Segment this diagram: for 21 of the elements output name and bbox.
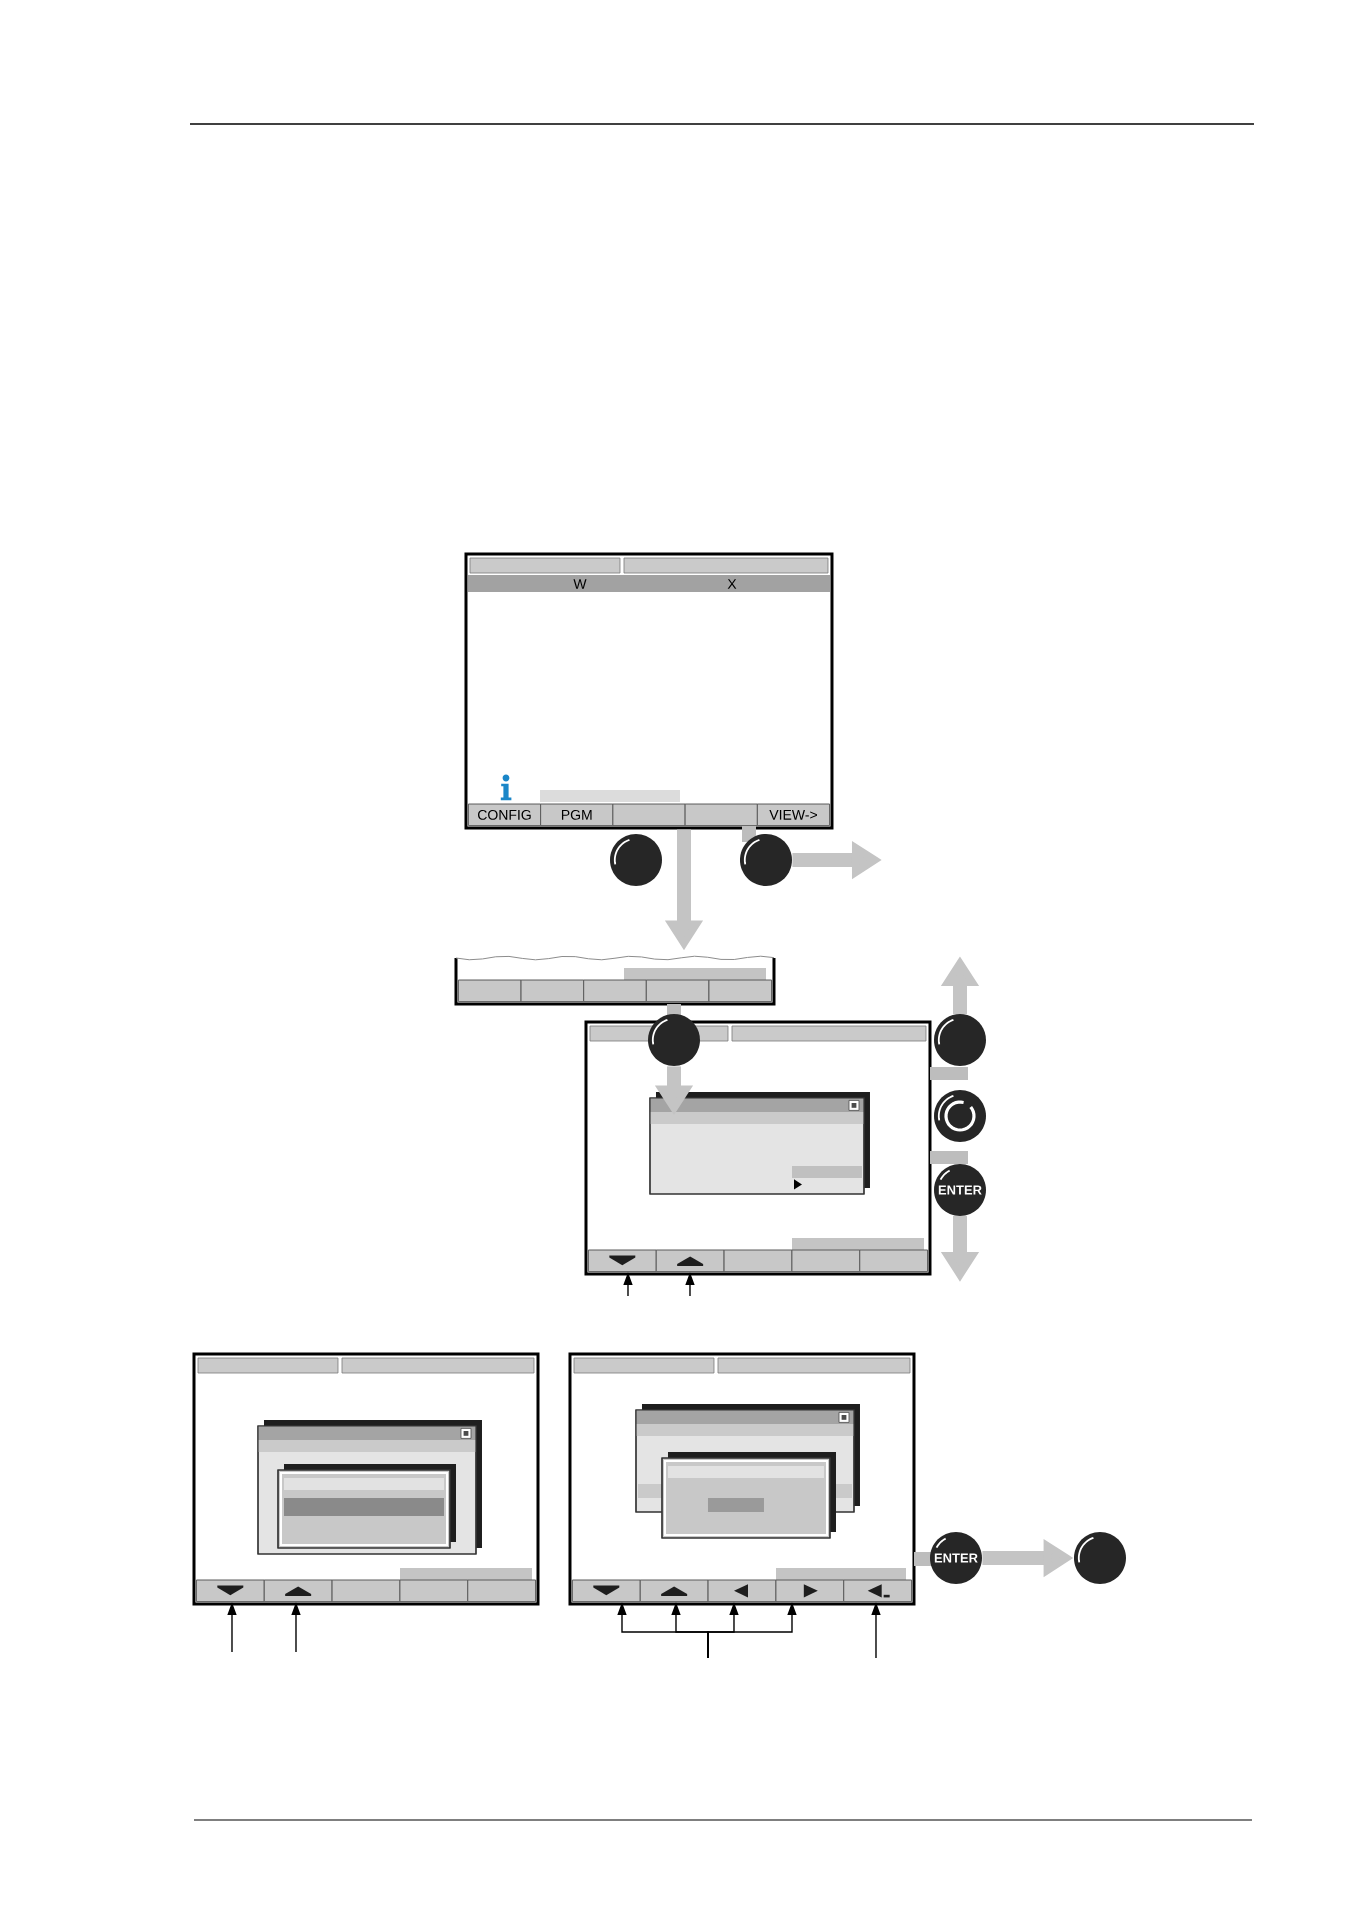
softkey	[612, 803, 686, 827]
softkey	[859, 1249, 929, 1273]
dialog-window	[661, 1452, 836, 1539]
softkey	[791, 1249, 861, 1273]
softkey	[645, 979, 710, 1003]
softkey	[399, 1579, 469, 1603]
softkey	[684, 803, 758, 827]
softkey	[331, 1579, 401, 1603]
round-key	[648, 1014, 700, 1066]
round-key	[740, 834, 792, 886]
knob	[934, 1090, 986, 1142]
softkey	[520, 979, 585, 1003]
round-key	[610, 834, 662, 886]
dialog-window	[277, 1464, 456, 1549]
softkey	[457, 979, 522, 1003]
softkey	[723, 1249, 793, 1273]
round-key	[934, 1014, 986, 1066]
round-key	[1074, 1532, 1126, 1584]
softkey	[708, 979, 773, 1003]
softkey	[467, 1579, 537, 1603]
softkey	[583, 979, 647, 1003]
